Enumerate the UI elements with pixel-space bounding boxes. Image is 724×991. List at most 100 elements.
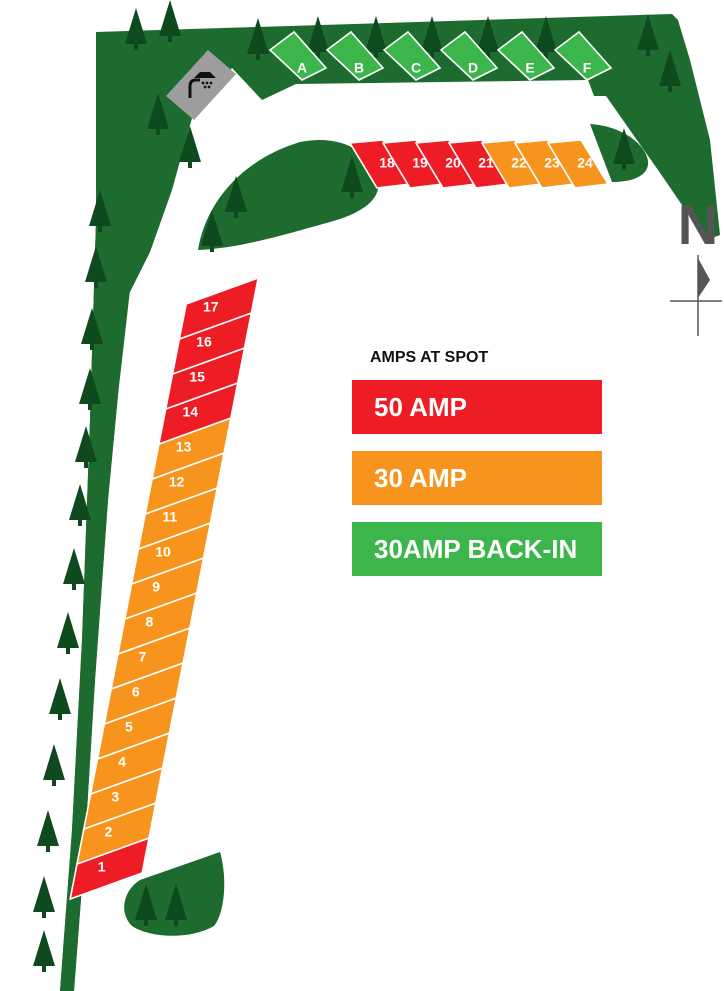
site-number: 4	[118, 754, 126, 770]
tree-icon	[147, 93, 169, 135]
site-number: 24	[577, 155, 593, 171]
site-b[interactable]: B	[325, 30, 385, 81]
legend-item-amp30: 30 AMP	[352, 451, 602, 505]
tree-icon	[37, 810, 59, 852]
north-letter: N	[678, 193, 718, 256]
tree-icon	[43, 744, 65, 786]
tree-icon	[75, 426, 97, 468]
tree-icon	[477, 16, 499, 58]
tree-icon	[613, 128, 635, 170]
trees	[33, 0, 681, 972]
tree-icon	[63, 548, 85, 590]
site-18[interactable]: 18	[348, 139, 412, 189]
legend-items: 50 AMP 30 AMP 30AMP BACK-IN	[352, 380, 602, 576]
tree-icon	[659, 50, 681, 92]
legend: AMPS AT SPOT 50 AMP 30 AMP 30AMP BACK-IN	[352, 349, 602, 576]
legend-label: 30AMP BACK-IN	[374, 534, 577, 564]
site-shape	[439, 30, 499, 81]
site-24[interactable]: 24	[546, 139, 610, 189]
tree-icon	[33, 876, 55, 918]
site-number: 15	[189, 369, 205, 385]
site-number: 2	[105, 824, 113, 840]
tree-icon	[421, 16, 443, 58]
site-shape	[496, 30, 556, 81]
site-number: 8	[145, 614, 153, 630]
site-e[interactable]: E	[496, 30, 556, 81]
shower-toilet-icon	[188, 72, 216, 98]
legend-label: 50 AMP	[374, 392, 467, 422]
tree-icon	[89, 190, 111, 232]
site-number: C	[411, 60, 421, 76]
forest-island-bend	[198, 139, 379, 250]
site-number: 11	[162, 509, 177, 525]
legend-item-amp50: 50 AMP	[352, 380, 602, 434]
tree-icon	[247, 18, 269, 60]
site-shape	[178, 276, 260, 341]
legend-swatch	[352, 522, 602, 576]
legend-title: AMPS AT SPOT	[370, 349, 488, 366]
tree-icon	[165, 884, 187, 926]
site-number: 21	[478, 155, 494, 171]
tree-icon	[81, 308, 103, 350]
compass: N	[670, 193, 722, 336]
tree-icon	[57, 612, 79, 654]
tree-icon	[201, 210, 223, 252]
site-f[interactable]: F	[553, 30, 613, 81]
site-number: 5	[125, 719, 133, 735]
tree-icon	[85, 246, 107, 288]
legend-swatch	[352, 380, 602, 434]
tree-icon	[365, 16, 387, 58]
legend-swatch	[352, 451, 602, 505]
site-shape	[325, 30, 385, 81]
legend-label: 30 AMP	[374, 463, 467, 493]
site-c[interactable]: C	[382, 30, 442, 81]
top-row-sites: 18 19 20 21 22 23 24	[348, 139, 610, 189]
site-number: 1	[98, 859, 106, 875]
tree-icon	[69, 484, 91, 526]
back-in-sites: A B C D E F	[268, 30, 613, 81]
site-number: 14	[183, 404, 199, 420]
site-a[interactable]: A	[268, 30, 328, 81]
site-d[interactable]: D	[439, 30, 499, 81]
site-number: 20	[445, 155, 461, 171]
site-shape	[268, 30, 328, 81]
facility-building[interactable]	[166, 50, 236, 120]
site-16[interactable]: 16	[171, 311, 253, 376]
site-number: 10	[155, 544, 171, 560]
site-number: 23	[544, 155, 560, 171]
forest-left-strip	[60, 32, 160, 991]
legend-item-backin: 30AMP BACK-IN	[352, 522, 602, 576]
site-number: 3	[111, 789, 119, 805]
site-22[interactable]: 22	[480, 139, 544, 189]
tree-icon	[159, 0, 181, 42]
site-number: 17	[203, 299, 219, 315]
tree-icon	[49, 678, 71, 720]
tree-icon	[135, 884, 157, 926]
site-number: 6	[132, 684, 140, 700]
tree-icon	[79, 368, 101, 410]
site-17[interactable]: 17	[178, 276, 260, 341]
north-arrow-icon	[670, 255, 722, 336]
site-shape	[553, 30, 613, 81]
tree-icon	[125, 8, 147, 50]
tree-icon	[637, 14, 659, 56]
site-number: 22	[511, 155, 527, 171]
facility-building-shape	[166, 50, 236, 120]
site-number: 13	[176, 439, 192, 455]
site-number: 7	[139, 649, 147, 665]
tree-icon	[341, 156, 363, 198]
site-number: 18	[379, 155, 395, 171]
site-number: 9	[152, 579, 160, 595]
site-number: B	[354, 60, 364, 76]
site-shape	[382, 30, 442, 81]
site-number: E	[525, 60, 534, 76]
tree-icon	[179, 126, 201, 168]
tree-icon	[225, 176, 247, 218]
site-number: 12	[169, 474, 185, 490]
site-shape	[546, 139, 610, 189]
site-12[interactable]: 12	[144, 451, 226, 516]
site-number: 19	[412, 155, 428, 171]
site-number: D	[468, 60, 478, 76]
